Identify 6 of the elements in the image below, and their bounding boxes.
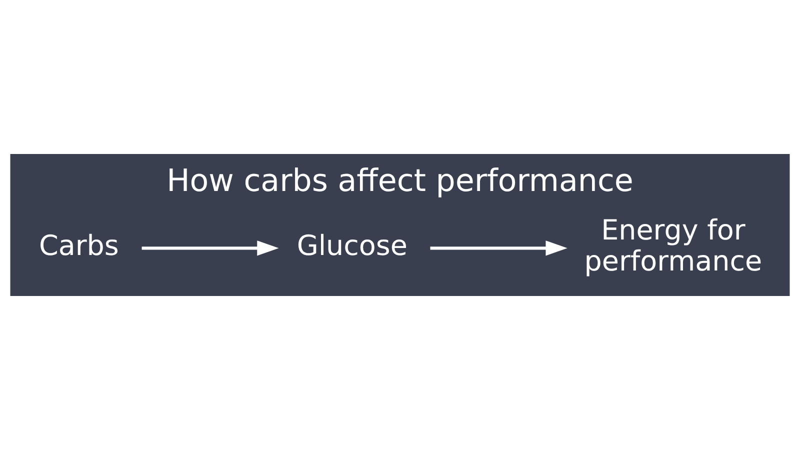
node-text: Carbs — [38, 228, 119, 262]
node-text: Energy for performance — [584, 214, 762, 278]
arrow — [142, 240, 279, 256]
node-text: Glucose — [296, 228, 408, 262]
arrow — [430, 240, 568, 256]
diagram-title: How carbs affect performance — [166, 163, 634, 200]
